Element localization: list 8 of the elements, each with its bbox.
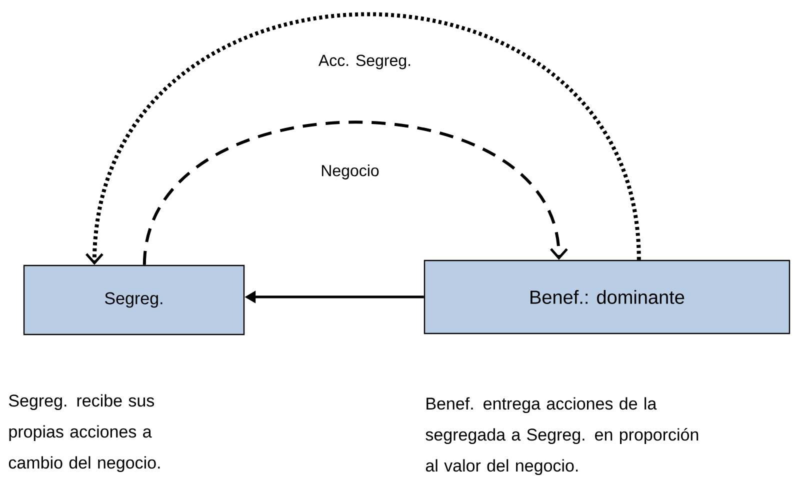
note-text: Segreg. recibe sus propias acciones a cambio del negocio. [8,394,160,472]
process-box: Benef.: dominante [424,260,790,334]
edge-label: Negocio [318,162,382,182]
edge-label: Acc. Segreg. [316,52,414,72]
note-text: Benef. entrega acciones de la segregada a Segreg. en proporción al valor del negocio. [426,397,698,476]
arrow [142,120,568,266]
process-box: Segreg. [23,264,245,336]
arrow [86,12,641,265]
